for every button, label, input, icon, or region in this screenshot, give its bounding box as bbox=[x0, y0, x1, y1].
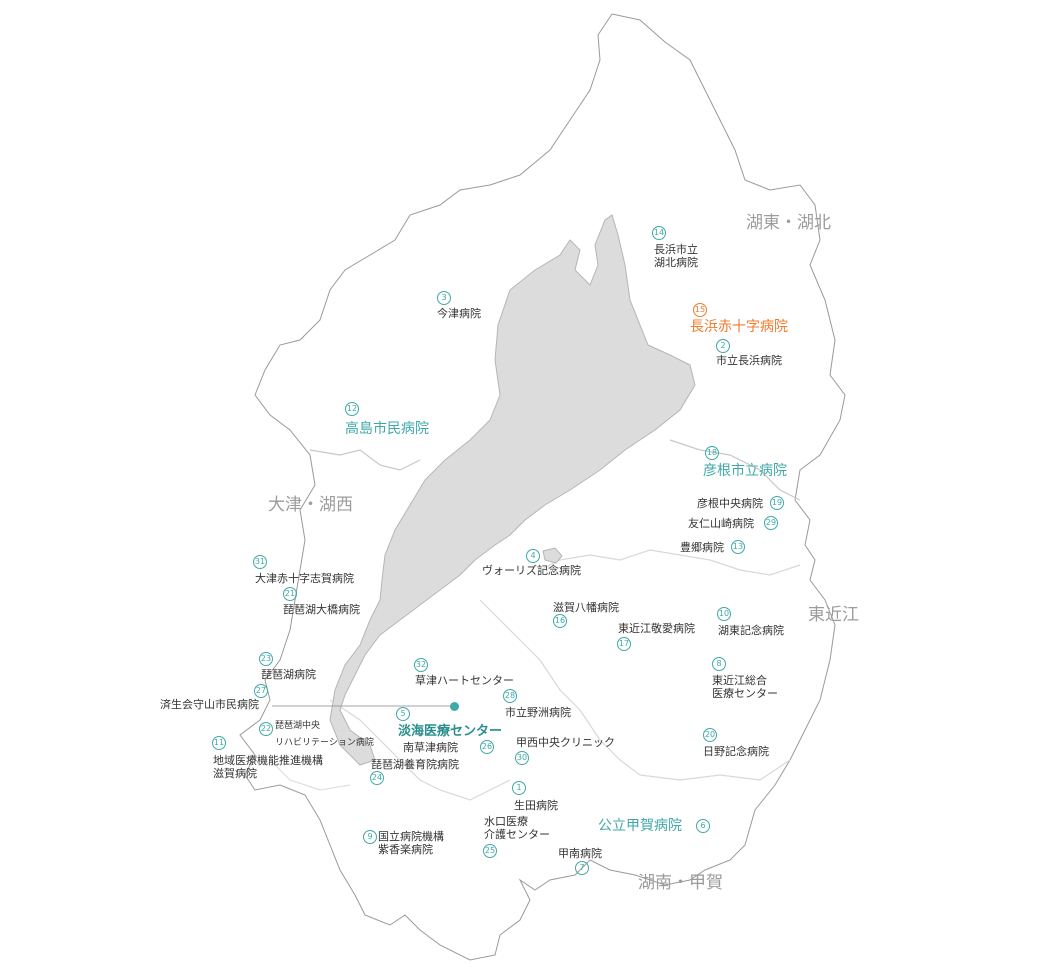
marker-27[interactable]: 27 bbox=[254, 684, 268, 698]
marker-12[interactable]: 12 bbox=[345, 402, 359, 416]
hospital-14-line2: 湖北病院 bbox=[654, 256, 698, 269]
region-higashiomi: 東近江 bbox=[808, 605, 859, 625]
hospital-22-label[interactable]: 琵琶湖中央 リハビリテーション病院 bbox=[275, 720, 374, 750]
marker-17[interactable]: 17 bbox=[617, 637, 631, 651]
hospital-8-label[interactable]: 東近江総合 医療センター bbox=[712, 674, 778, 700]
hospital-11-line2: 滋賀病院 bbox=[213, 767, 257, 780]
hospital-18-label[interactable]: 彦根市立病院 bbox=[703, 463, 787, 479]
marker-5[interactable]: 5 bbox=[396, 707, 410, 721]
hospital-9-label[interactable]: 国立病院機構 紫香楽病院 bbox=[378, 830, 444, 856]
marker-28[interactable]: 28 bbox=[503, 689, 517, 703]
hospital-8-line1: 東近江総合 bbox=[712, 674, 767, 687]
marker-9[interactable]: 9 bbox=[363, 830, 377, 844]
main-hospital-dot[interactable] bbox=[450, 702, 459, 711]
region-boundary bbox=[269, 759, 351, 791]
marker-30[interactable]: 30 bbox=[515, 751, 529, 765]
region-boundary bbox=[309, 449, 421, 471]
marker-14[interactable]: 14 bbox=[652, 226, 666, 240]
hospital-12-label[interactable]: 高島市民病院 bbox=[345, 421, 429, 437]
marker-31[interactable]: 31 bbox=[253, 555, 267, 569]
marker-3[interactable]: 3 bbox=[437, 291, 451, 305]
main-hospital-label[interactable]: 淡海医療センター bbox=[398, 724, 503, 739]
hospital-19-label[interactable]: 彦根中央病院 bbox=[697, 497, 763, 510]
hospital-15-label[interactable]: 長浜赤十字病院 bbox=[690, 319, 788, 335]
marker-32[interactable]: 32 bbox=[414, 658, 428, 672]
region-kohoku: 湖東・湖北 bbox=[746, 213, 831, 233]
marker-25[interactable]: 25 bbox=[483, 844, 497, 858]
hospital-3-label[interactable]: 今津病院 bbox=[437, 307, 481, 320]
marker-8[interactable]: 8 bbox=[712, 657, 726, 671]
region-boundary bbox=[329, 699, 511, 801]
marker-13[interactable]: 13 bbox=[731, 540, 745, 554]
marker-22[interactable]: 22 bbox=[259, 722, 273, 736]
region-boundary bbox=[479, 599, 791, 781]
hospital-13-label[interactable]: 豊郷病院 bbox=[680, 541, 724, 554]
hospital-11-line1: 地域医療機能推進機構 bbox=[213, 754, 323, 767]
lake-biwa bbox=[329, 214, 696, 766]
marker-26[interactable]: 26 bbox=[480, 740, 494, 754]
marker-4[interactable]: 4 bbox=[526, 549, 540, 563]
marker-1[interactable]: 1 bbox=[512, 781, 526, 795]
lake-islet bbox=[542, 547, 563, 564]
hospital-10-label[interactable]: 湖東記念病院 bbox=[718, 624, 784, 637]
marker-20[interactable]: 20 bbox=[703, 728, 717, 742]
hospital-9-line2: 紫香楽病院 bbox=[378, 843, 433, 856]
region-konan-koka: 湖南・甲賀 bbox=[638, 873, 723, 893]
hospital-25-line2: 介護センター bbox=[484, 828, 550, 841]
marker-23[interactable]: 23 bbox=[259, 652, 273, 666]
marker-16[interactable]: 16 bbox=[553, 614, 567, 628]
hospital-11-label[interactable]: 地域医療機能推進機構 滋賀病院 bbox=[213, 754, 323, 780]
marker-11[interactable]: 11 bbox=[212, 736, 226, 750]
hospital-25-label[interactable]: 水口医療 介護センター bbox=[484, 815, 550, 841]
hospital-4-label[interactable]: ヴォーリズ記念病院 bbox=[482, 564, 581, 577]
hospital-31-label[interactable]: 大津赤十字志賀病院 bbox=[255, 572, 354, 585]
marker-15[interactable]: 15 bbox=[693, 303, 707, 317]
hospital-23-label[interactable]: 琵琶湖病院 bbox=[261, 668, 316, 681]
hospital-24-label[interactable]: 琵琶湖養育院病院 bbox=[371, 758, 459, 771]
marker-24[interactable]: 24 bbox=[370, 771, 384, 785]
hospital-20-label[interactable]: 日野記念病院 bbox=[703, 745, 769, 758]
hospital-14-label[interactable]: 長浜市立 湖北病院 bbox=[654, 243, 698, 269]
hospital-8-line2: 医療センター bbox=[712, 687, 778, 700]
hospital-29-label[interactable]: 友仁山崎病院 bbox=[688, 517, 754, 530]
region-boundary bbox=[669, 439, 801, 501]
hospital-9-line1: 国立病院機構 bbox=[378, 830, 444, 843]
marker-19[interactable]: 19 bbox=[770, 496, 784, 510]
hospital-14-line1: 長浜市立 bbox=[654, 243, 698, 256]
hospital-28-label[interactable]: 市立野洲病院 bbox=[505, 706, 571, 719]
hospital-25-line1: 水口医療 bbox=[484, 815, 528, 828]
hospital-16-label[interactable]: 滋賀八幡病院 bbox=[553, 601, 619, 614]
hospital-21-label[interactable]: 琵琶湖大橋病院 bbox=[283, 603, 360, 616]
hospital-6-label[interactable]: 公立甲賀病院 bbox=[598, 818, 682, 834]
marker-7[interactable]: 7 bbox=[575, 861, 589, 875]
marker-18[interactable]: 18 bbox=[705, 446, 719, 460]
hospital-1-label[interactable]: 生田病院 bbox=[514, 799, 558, 812]
region-boundary bbox=[539, 549, 801, 576]
marker-2[interactable]: 2 bbox=[716, 339, 730, 353]
region-otsu-kosei: 大津・湖西 bbox=[268, 495, 353, 515]
hospital-30-label[interactable]: 甲西中央クリニック bbox=[516, 736, 615, 749]
marker-6[interactable]: 6 bbox=[696, 819, 710, 833]
marker-29[interactable]: 29 bbox=[764, 516, 778, 530]
hospital-2-label[interactable]: 市立長浜病院 bbox=[716, 354, 782, 367]
marker-21[interactable]: 21 bbox=[283, 587, 297, 601]
hospital-7-label[interactable]: 甲南病院 bbox=[558, 847, 602, 860]
hospital-32-label[interactable]: 草津ハートセンター bbox=[415, 674, 514, 687]
marker-10[interactable]: 10 bbox=[717, 607, 731, 621]
hospital-saiseikai-label[interactable]: 済生会守山市民病院 bbox=[160, 698, 259, 711]
hospital-26-label[interactable]: 南草津病院 bbox=[403, 741, 458, 754]
hospital-17-label[interactable]: 東近江敬愛病院 bbox=[618, 622, 695, 635]
hospital-22-line2: リハビリテーション病院 bbox=[275, 738, 374, 748]
hospital-22-line1: 琵琶湖中央 bbox=[275, 721, 321, 731]
